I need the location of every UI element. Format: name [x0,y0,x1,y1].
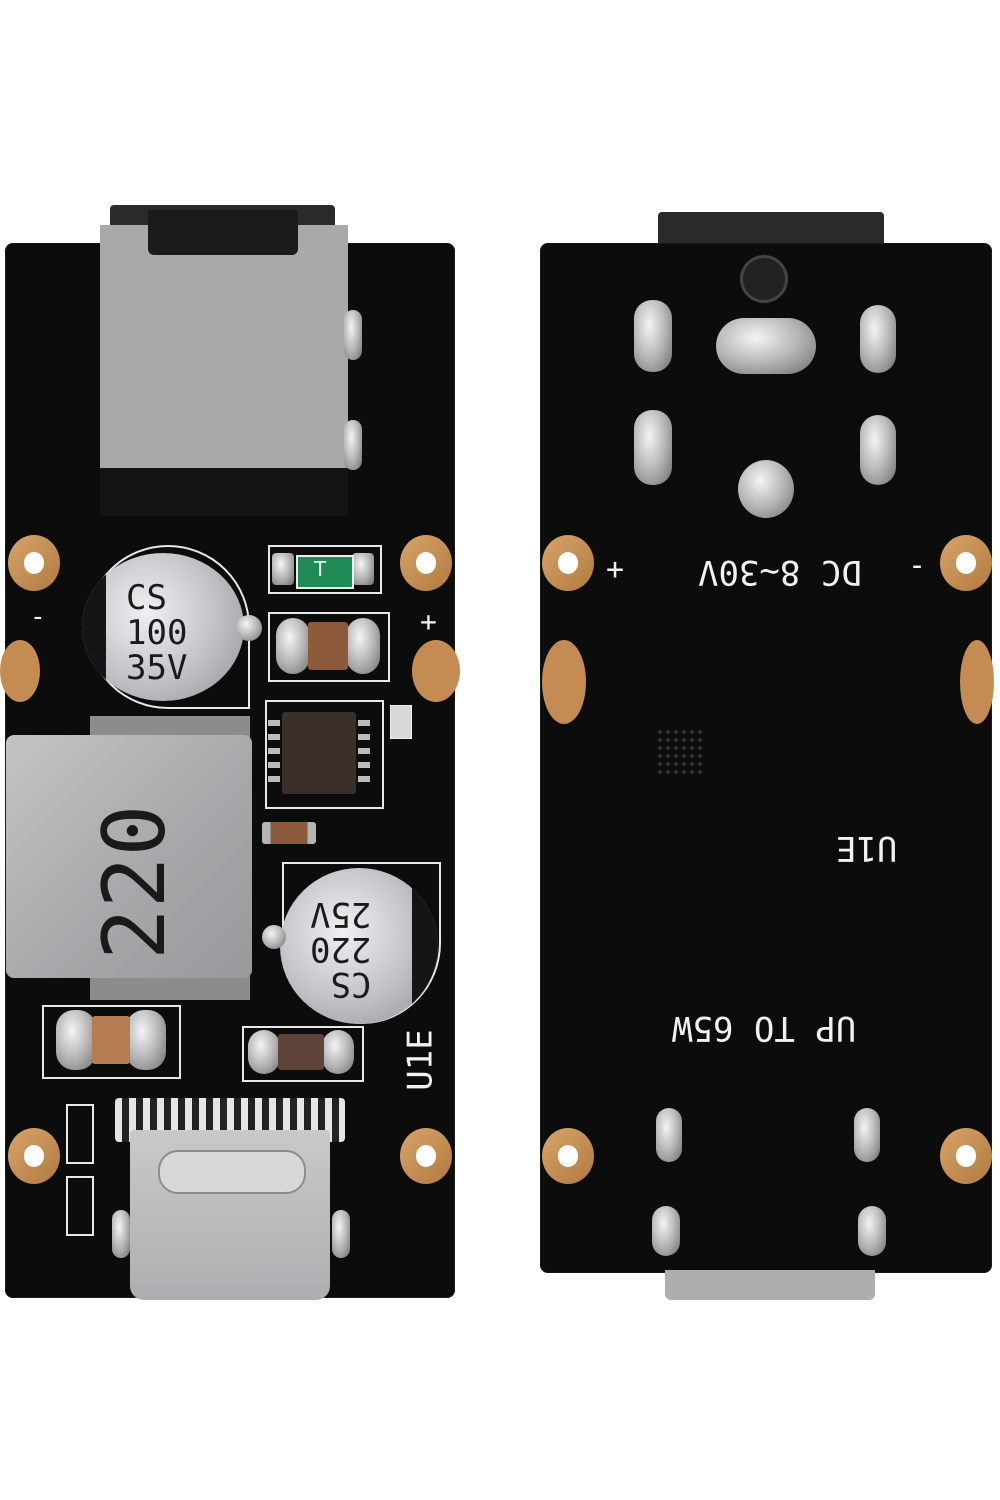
back-label-minus: - [908,548,927,583]
ceramic-cap1-body [308,622,348,670]
back-via-array [656,728,706,774]
inductor-top-tab [90,716,250,738]
ceramic-cap3-body [278,1034,324,1070]
cap2-text-brand: CS [330,964,372,1004]
back-solder-1 [634,300,672,372]
mount-pad-bottom-right [400,1128,452,1184]
ceramic-cap3-outline [242,1026,364,1082]
small-smd-1 [66,1104,94,1164]
ceramic-cap2-pad-2 [126,1010,166,1070]
connector-pin-1 [344,310,362,360]
ceramic-cap1-pad-2 [346,618,380,674]
edge-pad-right [412,640,460,702]
ceramic-cap1-pad-1 [276,618,310,674]
connector-pin-2 [344,420,362,470]
back-pcb [540,243,992,1273]
back-solder-6 [860,415,896,485]
mount-pad-top-right [400,535,452,591]
back-mount-pad-bottom-right [940,1128,992,1184]
back-hole [740,255,788,303]
ic-pins-left [268,720,280,788]
small-smd-2 [66,1176,94,1236]
mount-pad-top-left [8,535,60,591]
front-board-section: - + CS 100 35V T 220 CS 220 25V [0,0,470,1500]
top-connector-latch [148,210,298,255]
power-inductor [6,735,252,978]
cap2-lead [262,925,286,949]
fuse-marking: T [314,557,327,581]
inductor-bottom-tab [90,975,250,1000]
back-label-plus: + [606,552,625,587]
back-edge-pad-left [542,640,586,724]
cap2-text-voltage: 25V [310,894,372,934]
front-board-id: U1E [400,1029,441,1091]
cap1-text-brand: CS [126,578,167,618]
usb-c-opening [158,1150,306,1194]
fuse-outline [268,545,382,594]
back-mount-pad-top-right [940,535,992,591]
back-solder-3 [860,305,896,373]
ceramic-cap2-body [92,1016,130,1064]
back-bottom-connector [665,1270,875,1300]
back-power-rating: UP TO 65W [672,1008,857,1048]
inductor-marking: 220 [85,804,185,960]
back-mount-pad-top-left [542,535,594,591]
back-edge-pad-right [960,640,994,724]
back-solder-5 [738,460,794,518]
back-solder-4 [634,410,672,485]
back-solder-10 [858,1206,886,1256]
usb-c-shell-pad-1 [112,1210,130,1258]
ceramic-cap3-pad-2 [322,1030,354,1074]
ceramic-cap3-pad-1 [248,1030,280,1074]
back-solder-2 [716,318,816,374]
small-resistor-1 [390,705,412,739]
usb-c-shell-pad-2 [332,1210,350,1258]
cap1-lead [236,615,262,641]
front-label-minus: - [30,602,46,632]
ceramic-cap2-pad-1 [56,1010,96,1070]
capacitor-220uf: CS 220 25V [280,868,438,1024]
small-resistor-2 [262,822,316,844]
ceramic-cap2-outline [42,1005,181,1079]
back-solder-8 [854,1108,880,1162]
back-board-id: U1E [836,828,898,868]
back-board-section: + DC 8~30V - U1E UP TO 65W [530,0,1000,1500]
back-mount-pad-bottom-left [542,1128,594,1184]
top-connector-base [100,468,348,516]
capacitor-100uf: CS 100 35V [82,553,244,701]
cap1-text-value: 100 [126,613,188,653]
back-solder-7 [656,1108,682,1162]
fuse-body [296,555,354,589]
mount-pad-bottom-left [8,1128,60,1184]
edge-pad-left [0,640,40,702]
back-solder-9 [652,1206,680,1256]
controller-ic [282,712,356,794]
cap2-text-value: 220 [310,929,372,969]
ceramic-cap1-outline [268,612,390,682]
front-label-plus: + [420,605,437,638]
top-connector-body [100,225,348,470]
back-dc-input: DC 8~30V [698,552,862,592]
cap1-text-voltage: 35V [126,648,188,688]
ic-outline [265,700,384,809]
fuse-pad-2 [352,553,374,585]
ic-pins-right [358,720,370,788]
fuse-pad-1 [272,553,294,585]
